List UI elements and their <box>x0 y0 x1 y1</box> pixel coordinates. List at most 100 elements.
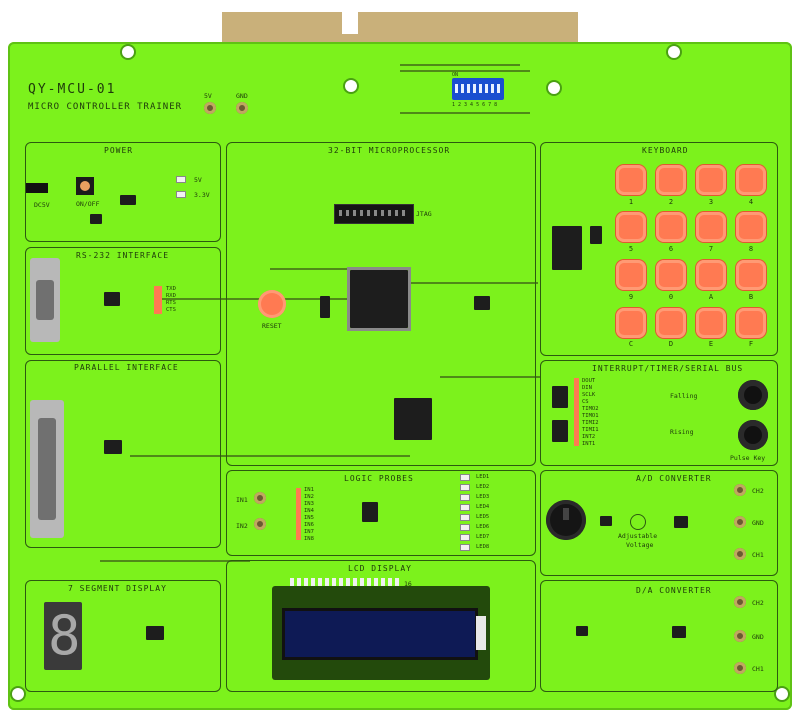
key-6[interactable] <box>656 212 686 242</box>
interrupt-led-bar <box>574 378 579 446</box>
led-5v <box>176 176 186 183</box>
rs232-panel <box>25 247 221 355</box>
adjustable-potentiometer[interactable] <box>546 500 586 540</box>
key-7[interactable] <box>696 212 726 242</box>
ad-ch2-jack[interactable] <box>734 484 746 496</box>
key-label: 7 <box>708 245 714 253</box>
logic-led-5 <box>460 514 470 521</box>
key-e[interactable] <box>696 308 726 338</box>
logic-input: IN4 <box>304 508 314 514</box>
ad-ch1-jack[interactable] <box>734 548 746 560</box>
interrupt-chip-2 <box>552 420 568 442</box>
latch-chip <box>394 398 432 440</box>
key-b[interactable] <box>736 260 766 290</box>
parallel-chip <box>104 440 122 454</box>
logic-title: LOGIC PROBES <box>344 474 414 483</box>
label-5v: 5V <box>194 176 202 184</box>
key-5[interactable] <box>616 212 646 242</box>
logic-led-label: LED5 <box>476 514 490 520</box>
ad-chip <box>674 516 688 528</box>
keyboard-aux-chip <box>590 226 602 244</box>
pulse-key-falling[interactable] <box>738 380 768 410</box>
logic-led-3 <box>460 494 470 501</box>
lcd-header-pins <box>290 578 400 586</box>
da-ch1-jack[interactable] <box>734 662 746 674</box>
logic-input: IN1 <box>304 487 314 493</box>
dc-label: DC5V <box>34 201 50 209</box>
logic-input: IN2 <box>304 494 314 500</box>
da-gnd-label: GND <box>752 633 764 641</box>
key-0[interactable] <box>656 260 686 290</box>
int-signal: DOUT <box>582 378 596 384</box>
da-ch2-jack[interactable] <box>734 596 746 608</box>
logic-input-led-bar <box>296 488 301 540</box>
lcd-panel <box>226 560 536 692</box>
key-c[interactable] <box>616 308 646 338</box>
parallel-connector[interactable] <box>30 400 64 538</box>
jtag-header[interactable] <box>334 204 414 224</box>
seg-digit: 8 <box>48 604 81 667</box>
da-chip <box>672 626 686 638</box>
mount-hole <box>345 80 357 92</box>
int-signal: INT1 <box>582 441 596 447</box>
logic-led-label: LED6 <box>476 524 490 530</box>
logic-in2-label: IN2 <box>236 522 248 530</box>
int-signal: TIMO1 <box>582 413 599 419</box>
key-label: 4 <box>748 198 754 206</box>
reset-button[interactable] <box>258 290 286 318</box>
logic-in2-jack[interactable] <box>254 518 266 530</box>
key-a[interactable] <box>696 260 726 290</box>
logic-led-8 <box>460 544 470 551</box>
dc-jack[interactable] <box>26 183 48 193</box>
key-1[interactable] <box>616 165 646 195</box>
int-signal: SCLK <box>582 392 596 398</box>
ad-aux-chip <box>600 516 612 526</box>
key-label: 6 <box>668 245 674 253</box>
logic-led-6 <box>460 524 470 531</box>
interrupt-panel <box>540 360 778 466</box>
mount-hole <box>12 688 24 700</box>
ad-panel <box>540 470 778 576</box>
key-label: 3 <box>708 198 714 206</box>
connector-notch <box>342 12 358 34</box>
logic-led-2 <box>460 484 470 491</box>
pulse-key-rising[interactable] <box>738 420 768 450</box>
int-signal: DIN <box>582 385 592 391</box>
rs232-pin-1: RXD <box>166 293 176 299</box>
key-label: 8 <box>748 245 754 253</box>
key-label: 0 <box>668 293 674 301</box>
key-f[interactable] <box>736 308 766 338</box>
pulse-key-label: Pulse Key <box>730 454 766 462</box>
key-9[interactable] <box>616 260 646 290</box>
adjust-ring <box>630 514 646 530</box>
power-5v-jack[interactable] <box>204 102 216 114</box>
rising-label: Rising <box>670 428 694 436</box>
key-d[interactable] <box>656 308 686 338</box>
ad-gnd-jack[interactable] <box>734 516 746 528</box>
key-label: D <box>668 340 674 348</box>
key-2[interactable] <box>656 165 686 195</box>
int-signal: TIMO2 <box>582 406 599 412</box>
keyboard-title: KEYBOARD <box>642 146 689 155</box>
da-aux-chip <box>576 626 588 636</box>
power-switch[interactable] <box>76 177 94 195</box>
rs232-connector[interactable] <box>30 258 60 342</box>
power-switch-label: ON/OFF <box>76 200 100 208</box>
key-4[interactable] <box>736 165 766 195</box>
logic-led-label: LED8 <box>476 544 490 550</box>
ad-gnd-label: GND <box>752 519 764 527</box>
gnd-jack[interactable] <box>236 102 248 114</box>
int-signal: TIMI2 <box>582 420 599 426</box>
mount-hole <box>776 688 788 700</box>
power-title: POWER <box>104 146 134 155</box>
da-gnd-jack[interactable] <box>734 630 746 642</box>
logic-in1-jack[interactable] <box>254 492 266 504</box>
lcd-title: LCD DISPLAY <box>348 564 412 573</box>
cpu-panel <box>226 142 536 466</box>
mount-hole <box>122 46 134 58</box>
microprocessor-chip <box>350 270 408 328</box>
dip-switch[interactable] <box>452 78 504 100</box>
key-8[interactable] <box>736 212 766 242</box>
reset-label: RESET <box>262 322 282 330</box>
key-3[interactable] <box>696 165 726 195</box>
